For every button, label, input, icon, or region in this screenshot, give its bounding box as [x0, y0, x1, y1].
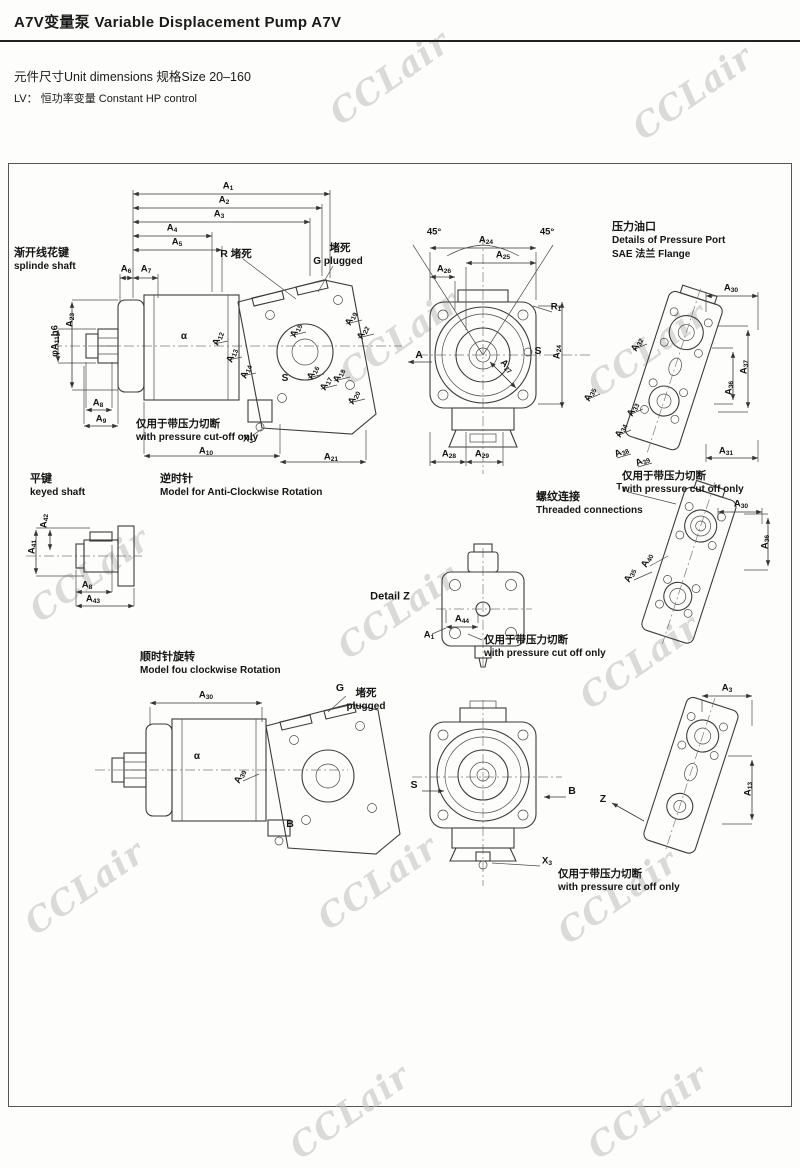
view-side-anticlockwise	[52, 190, 402, 465]
control-type-line: LV： 恒功率变量 Constant HP control	[14, 93, 197, 105]
title-rule	[0, 40, 800, 42]
page-subtitle: 元件尺寸Unit dimensions 规格Size 20–160	[14, 70, 251, 84]
view-bottom-right-flange	[643, 693, 755, 854]
view-keyed-shaft	[26, 525, 142, 609]
view-front-bottom	[412, 700, 645, 886]
view-pressure-port-flange	[585, 284, 759, 468]
view-threaded-connections	[627, 479, 771, 645]
page-title: A7V变量泵 Variable Displacement Pump A7V	[14, 14, 342, 31]
view-detail-z	[431, 543, 532, 668]
view-rear	[408, 236, 590, 474]
drawing-border	[8, 163, 792, 1107]
view-side-clockwise	[95, 695, 401, 855]
